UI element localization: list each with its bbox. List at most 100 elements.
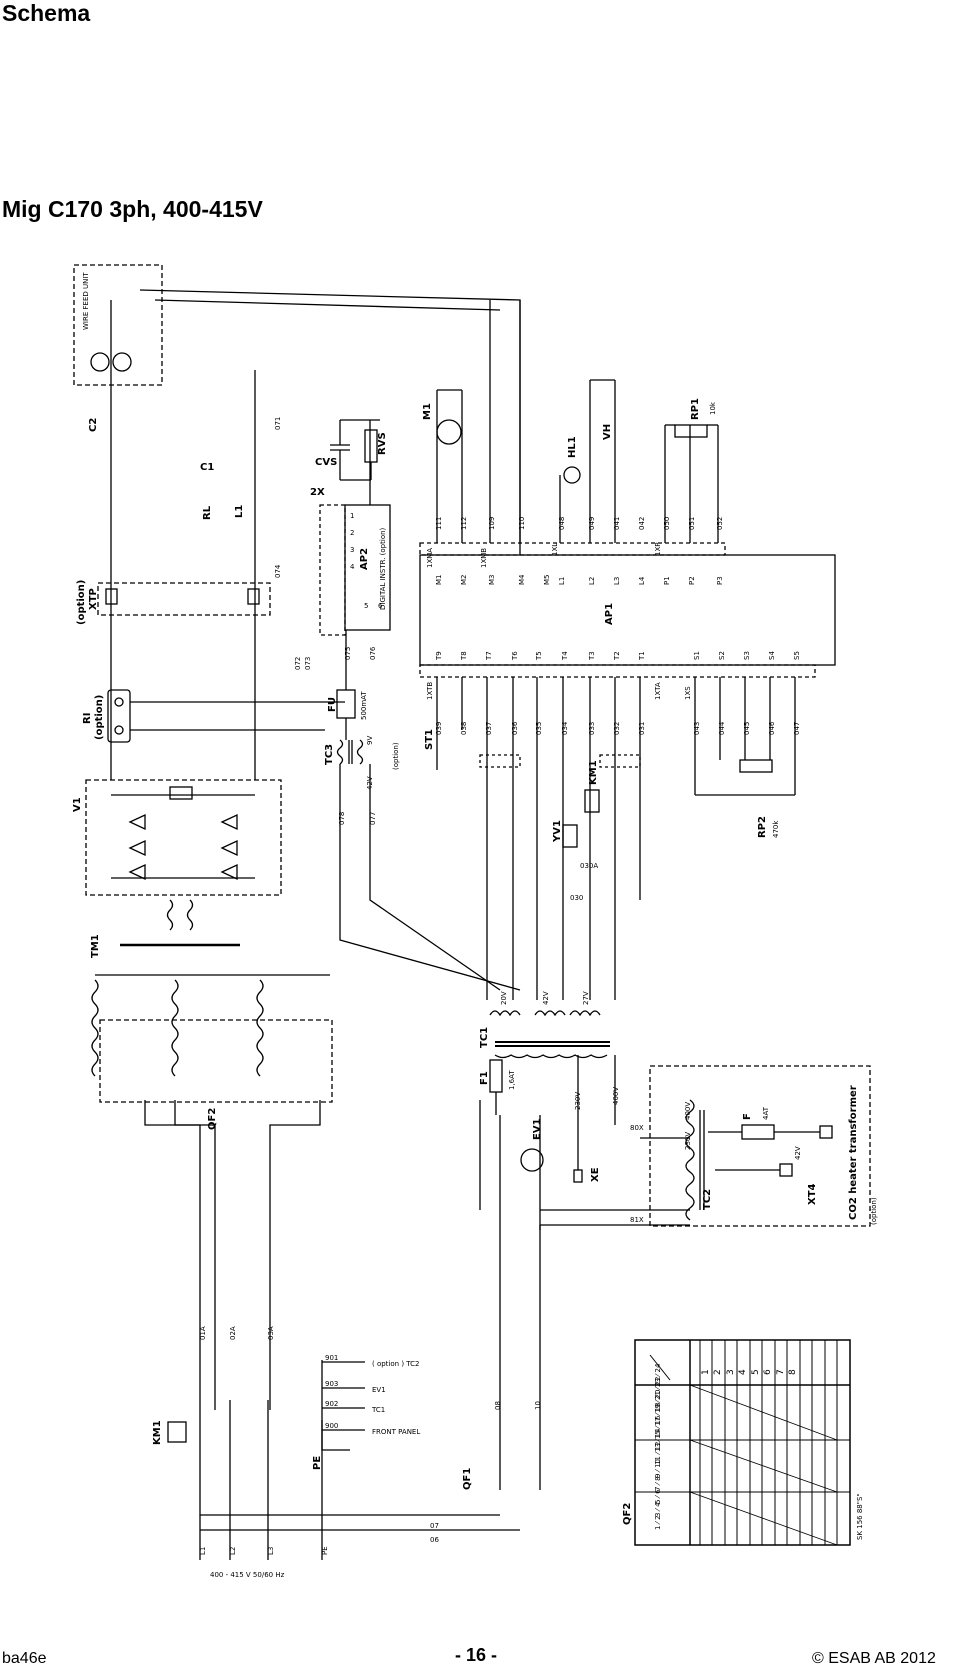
wire-number-label: 052 — [716, 517, 724, 530]
v1-box — [85, 779, 282, 896]
vh-label: VH — [602, 424, 613, 440]
connector-1xtb: 1XTB — [426, 682, 434, 700]
wire-feed-box — [73, 264, 163, 386]
qf2-column-header: 4 — [738, 1369, 748, 1375]
qf2-column-header: 8 — [788, 1369, 798, 1375]
qf2-row-label: 3 ⁄ 4 — [654, 1502, 662, 1517]
wire-number-label: 81X — [630, 1216, 644, 1224]
ap2-pin-label: 1 — [350, 512, 354, 520]
tc3-label: TC3 — [324, 744, 335, 765]
wire-number-label: 031 — [638, 722, 646, 735]
qf2-column-header: 7 — [776, 1369, 786, 1375]
qf2-column-header: 2 — [713, 1369, 723, 1375]
xe-label: XE — [590, 1167, 601, 1182]
m1-label: M1 — [422, 403, 433, 420]
ground-label-901: 901 — [325, 1354, 338, 1362]
xtp-box — [97, 582, 271, 616]
2x-label: 2X — [310, 487, 325, 498]
line-label-l1: L1 — [199, 1547, 207, 1555]
ground-label-902: 902 — [325, 1400, 338, 1408]
ri-label: RI — [82, 713, 93, 724]
wire-number-label: 08 — [494, 1401, 502, 1410]
ground-target-tc2: ( option ) TC2 — [372, 1360, 419, 1368]
co2-option-label: (option) — [870, 1197, 878, 1225]
ap1-bottom-pin-label: S4 — [768, 651, 776, 660]
wire-number-label: 043 — [693, 722, 701, 735]
qf2-row-label: 7 ⁄ 8 — [654, 1476, 662, 1491]
connector-1xp: 1XP — [654, 543, 662, 556]
ri-option-label: (option) — [94, 695, 105, 740]
yv1-valve — [562, 824, 578, 848]
wire-number-label: 01A — [199, 1326, 207, 1340]
wire-number-label: 072 — [294, 657, 302, 670]
l1-label: L1 — [234, 505, 245, 518]
wire-feed-label: WIRE FEED UNIT — [82, 272, 90, 330]
line-label-pe: PE — [321, 1546, 329, 1555]
voltage-label: 230V — [574, 1092, 582, 1110]
qf2-row-label: 15 ⁄ 16 — [654, 1415, 662, 1439]
hl1-label: HL1 — [567, 436, 578, 458]
c2-label: C2 — [88, 418, 99, 432]
wire-number-label: 044 — [718, 721, 726, 735]
tm1-label: TM1 — [90, 934, 101, 958]
ap1-label: AP1 — [604, 603, 615, 625]
st1-label: ST1 — [424, 729, 435, 750]
ap1-bottom-pin-label: T9 — [435, 651, 443, 661]
qf2-column-header: 3 — [726, 1369, 736, 1375]
wire-number-label: 110 — [518, 517, 526, 530]
voltage-label: 9V — [366, 736, 374, 745]
ap1-top-pin-label: L1 — [558, 577, 566, 585]
wire-number-label: 050 — [663, 517, 671, 530]
rvs-label: RVS — [377, 432, 388, 455]
ap2-pin-label: 5 — [364, 602, 368, 610]
connector-1xmb: 1XMB — [480, 548, 488, 568]
km1-label: KM1 — [152, 1420, 163, 1445]
ground-target-ev1: EV1 — [372, 1386, 386, 1394]
qf2-row-label: 19 ⁄ 20 — [654, 1390, 662, 1413]
connector-1xs: 1XS — [684, 686, 692, 700]
ap2-pin-label: 6 — [378, 602, 383, 610]
ap1-top-pin-label: M4 — [518, 574, 526, 585]
wire-number-label: 035 — [535, 722, 543, 735]
connector-1xma: 1XMA — [426, 548, 434, 568]
tc3-option-label: (option) — [392, 742, 400, 770]
ap1-bottom-pin-label: T1 — [638, 651, 646, 661]
wire-number-label: 030A — [580, 862, 598, 870]
ev1-label: EV1 — [532, 1118, 543, 1140]
ap1-bottom-pin-label: S5 — [793, 651, 801, 660]
wire-number-label: 038 — [460, 722, 468, 735]
ap1-bottom-pin-label: T5 — [535, 651, 543, 661]
tc2-label: TC2 — [702, 1189, 713, 1210]
ground-label-900: 900 — [325, 1422, 338, 1430]
fu-value: 500mAT — [360, 691, 368, 720]
ap1-bottom-pin-label: T4 — [561, 651, 569, 661]
qf2-column-header: 6 — [763, 1369, 773, 1375]
wire-number-label: 032 — [613, 722, 621, 735]
ap1-box[interactable] — [419, 554, 836, 666]
ap1-bottom-pin-label: T8 — [460, 651, 468, 661]
sk-reference: SK 156 88"S" — [856, 1493, 864, 1540]
f1-value: 1,6AT — [508, 1070, 516, 1090]
wire-number-label: 078 — [338, 812, 346, 825]
footer-copyright: © ESAB AB 2012 — [812, 1650, 936, 1667]
qf2-row-label: 1 ⁄ 2 — [654, 1515, 662, 1530]
ap1-bottom-pin-label: T2 — [613, 651, 621, 661]
wire-number-label: 030 — [570, 894, 583, 902]
qf2-column-header: 5 — [751, 1369, 761, 1375]
footer-document-code: ba46e — [2, 1650, 47, 1667]
wire-number-label: 10 — [534, 1401, 542, 1410]
f1-fuse — [489, 1059, 503, 1093]
co2-box — [649, 1065, 871, 1227]
yv1-label: YV1 — [552, 820, 563, 843]
ap1-top-pin-label: L3 — [613, 577, 621, 585]
voltage-label: 42V — [794, 1146, 802, 1160]
rp2-label: RP2 — [757, 816, 768, 838]
wire-number-label: 033 — [588, 722, 596, 735]
wire-number-label: 048 — [558, 517, 566, 530]
rp1-label: RP1 — [690, 398, 701, 420]
wire-number-label: 036 — [511, 721, 519, 735]
voltage-label: 400V — [612, 1087, 620, 1105]
page-subtitle: Mig C170 3ph, 400-415V — [2, 196, 263, 222]
wire-number-label: 074 — [274, 564, 282, 578]
